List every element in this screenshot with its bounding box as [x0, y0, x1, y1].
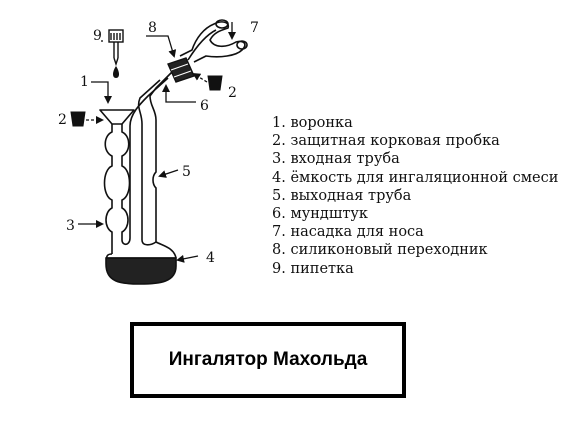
- callout-4: 4: [206, 250, 215, 266]
- legend-item: 3. входная труба: [272, 151, 400, 168]
- legend-item: 4. ёмкость для ингаляционной смеси: [272, 169, 559, 186]
- legend-item: 2. защитная корковая пробка: [272, 133, 500, 150]
- cork-left: [70, 111, 86, 127]
- legend-item: 9. пипетка: [272, 260, 354, 277]
- legend-item: 7. насадка для носа: [272, 224, 424, 241]
- callout-3: 3: [66, 218, 75, 234]
- callout-9: 9: [93, 28, 102, 44]
- silicone-adapter: [167, 57, 195, 83]
- mixture-container: [105, 257, 177, 285]
- callout-8: 8: [148, 20, 157, 36]
- callout-2-left: 2: [58, 112, 67, 128]
- legend: 1. воронка 2. защитная корковая пробка 3…: [272, 114, 558, 278]
- callout-5: 5: [182, 164, 191, 180]
- inlet-tube: [99, 77, 169, 261]
- leader-lines: [78, 22, 236, 263]
- legend-item: 8. силиконовый переходник: [272, 242, 488, 259]
- title-box: Ингалятор Махольда: [130, 322, 406, 398]
- callout-6: 6: [200, 98, 209, 114]
- drop: [113, 66, 119, 78]
- diagram-title: Ингалятор Махольда: [168, 349, 368, 370]
- legend-item: 5. выходная труба: [272, 187, 412, 204]
- legend-item: 6. мундштук: [272, 206, 368, 223]
- outlet-tube: [137, 71, 177, 259]
- callout-2-right: 2: [228, 85, 237, 101]
- legend-item: 1. воронка: [272, 115, 353, 131]
- callout-7: 7: [250, 20, 259, 36]
- cork-right: [207, 75, 223, 91]
- pipette: [108, 29, 124, 67]
- nasal-attachment: [179, 19, 248, 63]
- callout-1: 1: [80, 74, 89, 90]
